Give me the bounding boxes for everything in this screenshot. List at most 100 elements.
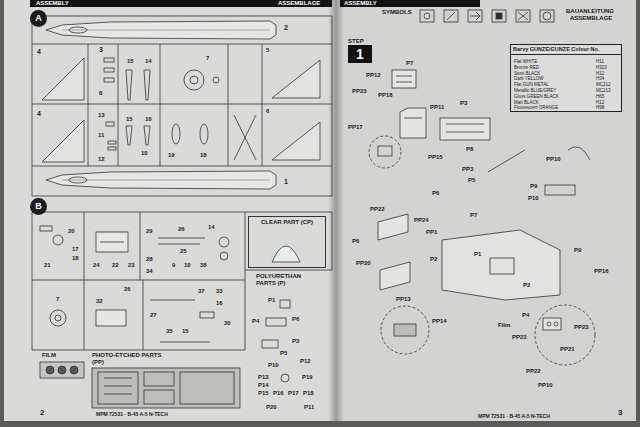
part-number: PP14	[432, 318, 447, 325]
part-number: P6	[432, 190, 439, 197]
part-number: PP23	[352, 88, 367, 95]
part-number: 6	[266, 108, 269, 115]
part-number: 14	[145, 58, 152, 65]
part-number: 1	[284, 178, 288, 186]
part-number: PP12	[366, 72, 381, 79]
illustration-polygon	[144, 70, 150, 100]
illustration-line	[245, 270, 332, 271]
illustration-rect	[40, 226, 52, 231]
part-number: 30	[224, 320, 231, 327]
illustration-polygon	[42, 58, 84, 100]
illustration-line	[404, 118, 422, 119]
illustration-circle	[70, 366, 78, 374]
part-number: 23	[128, 262, 135, 269]
part-number: 24	[93, 262, 100, 269]
illustration-rect	[92, 368, 240, 408]
part-number: PP10	[546, 156, 561, 163]
illustration-rect	[338, 0, 636, 421]
illustration-line	[488, 150, 525, 172]
part-number: 25	[180, 248, 187, 255]
label-text: FILM	[42, 352, 56, 359]
illustration-rect	[98, 372, 138, 404]
section-marker: A	[30, 10, 47, 27]
part-number: 29	[146, 228, 153, 235]
illustration-rect	[30, 0, 332, 7]
part-number: PP23	[574, 324, 589, 331]
label-text: Metallic BLUE/GREY	[514, 88, 556, 93]
illustration-line	[262, 44, 263, 166]
illustration-line	[245, 212, 246, 350]
illustration-circle	[55, 315, 61, 321]
part-number: 16	[216, 300, 223, 307]
part-number: PP1	[426, 229, 437, 236]
illustration-rect	[4, 0, 334, 421]
label-text: Flat GUN METAL	[514, 82, 549, 87]
illustration-line	[32, 350, 245, 351]
label-text: MC213	[596, 88, 611, 93]
part-number: P20	[266, 404, 277, 411]
part-number: 26	[178, 226, 185, 233]
illustration-path	[272, 246, 300, 262]
label-text: Matt BLACK	[514, 100, 539, 105]
part-number: 4	[37, 48, 41, 56]
part-number: PP15	[428, 154, 443, 161]
label-text: H12	[596, 100, 604, 105]
part-number: P2	[523, 282, 530, 289]
illustration-rect	[340, 0, 480, 7]
part-number: P3	[460, 100, 467, 107]
part-number: 21	[44, 262, 51, 269]
part-number: P18	[303, 390, 314, 397]
illustration-line	[32, 212, 332, 213]
illustration-rect	[104, 78, 114, 82]
part-number: P1	[474, 251, 481, 258]
illustration-line	[104, 378, 132, 379]
illustration-rect	[540, 10, 554, 22]
part-number: P12	[300, 358, 311, 365]
part-number: 10	[184, 262, 191, 269]
illustration-line	[150, 300, 195, 301]
illustration-path	[46, 21, 276, 39]
part-number: 32	[96, 298, 103, 305]
illustration-line	[160, 342, 210, 343]
part-number: 38	[200, 262, 207, 269]
illustration-rect	[490, 258, 514, 274]
illustration-rect	[420, 10, 434, 22]
illustration-polygon	[378, 214, 408, 240]
illustration-circle	[381, 306, 429, 354]
illustration-rect	[266, 318, 286, 326]
illustration-line	[228, 44, 229, 166]
illustration-circle	[281, 374, 289, 382]
illustration-line	[62, 30, 270, 31]
illustration-line	[158, 238, 205, 239]
part-number: PP21	[560, 346, 575, 353]
illustration-circle	[535, 305, 595, 365]
part-number: PP22	[526, 368, 541, 375]
illustration-circle	[369, 136, 401, 168]
part-number: 8	[99, 90, 102, 97]
label-text: ASSEMBLAGE	[278, 0, 320, 7]
illustration-line	[32, 166, 332, 167]
part-number: 13	[98, 112, 105, 119]
illustration-rect	[108, 141, 116, 144]
label-text: ASSEMBLAGE	[570, 15, 612, 22]
illustration-rect	[262, 340, 278, 348]
illustration-line	[234, 115, 256, 160]
illustration-ellipse	[69, 27, 87, 33]
part-number: PP20	[356, 260, 371, 267]
part-number: P4	[522, 312, 529, 319]
part-number: 26	[124, 286, 131, 293]
part-number: PP10	[538, 382, 553, 389]
illustration-circle	[219, 237, 229, 247]
part-number: PP18	[378, 92, 393, 99]
node-text: 1	[348, 45, 372, 63]
part-number: P4	[252, 318, 259, 325]
illustration-line	[396, 82, 412, 83]
part-number: P6	[352, 238, 359, 245]
part-number: P3	[292, 338, 299, 345]
part-number: 7	[56, 296, 59, 303]
node-text: Barvy GUNZE/GUNZE Colour No.	[511, 45, 621, 55]
part-number: P9	[530, 183, 537, 190]
illustration-line	[396, 76, 412, 77]
label-text: H11	[596, 59, 604, 64]
illustration-path	[470, 12, 480, 20]
